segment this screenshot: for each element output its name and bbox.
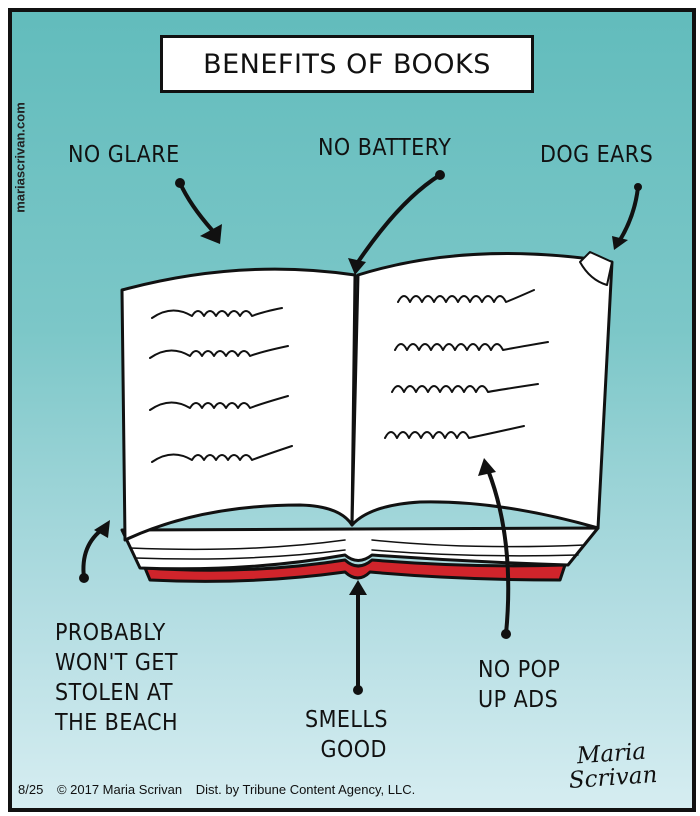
left-page [120, 267, 357, 542]
arrow-no-battery [356, 173, 442, 264]
label-line: PROBABLY [55, 620, 166, 646]
label-line: UP ADS [478, 687, 559, 713]
title: BENEFITS OF BOOKS [203, 48, 491, 80]
website-credit: mariascrivan.com [12, 102, 28, 213]
label-no-pop-up-ads: NO POP UP ADS [478, 655, 560, 715]
label-line: GOOD [320, 737, 387, 763]
page-stack [120, 526, 600, 571]
title-box: BENEFITS OF BOOKS [160, 35, 534, 93]
artist-signature: Maria Scrivan [566, 739, 659, 795]
book-cover [143, 558, 567, 583]
dog-ear [579, 251, 613, 286]
label-smells-good: SMELLS GOOD [305, 705, 388, 765]
label-no-glare: NO GLARE [68, 142, 180, 168]
arrow-dog-ears [618, 185, 640, 242]
arrow-no-pop-up-ads [486, 468, 511, 636]
label-line: STOLEN AT [55, 680, 174, 706]
arrow-no-glare [178, 181, 214, 232]
distribution: Dist. by Tribune Content Agency, LLC. [195, 782, 416, 797]
text-scribbles-left [149, 307, 293, 463]
label-beach: PROBABLY WON'T GET STOLEN AT THE BEACH [55, 618, 178, 738]
signature-line: Scrivan [568, 761, 659, 795]
label-line: SMELLS [305, 707, 388, 733]
text-scribbles-right [384, 289, 549, 439]
arrow-beach [81, 526, 106, 580]
right-page [350, 252, 614, 530]
label-no-battery: NO BATTERY [318, 135, 452, 161]
label-dog-ears: DOG EARS [540, 142, 654, 168]
label-line: NO POP [478, 657, 561, 683]
copyright: © 2017 Maria Scrivan [56, 782, 183, 797]
date: 8/25 [18, 782, 44, 797]
footer-credits: 8/25 © 2017 Maria Scrivan Dist. by Tribu… [18, 782, 425, 797]
label-line: THE BEACH [55, 710, 179, 736]
label-line: WON'T GET [55, 650, 178, 676]
